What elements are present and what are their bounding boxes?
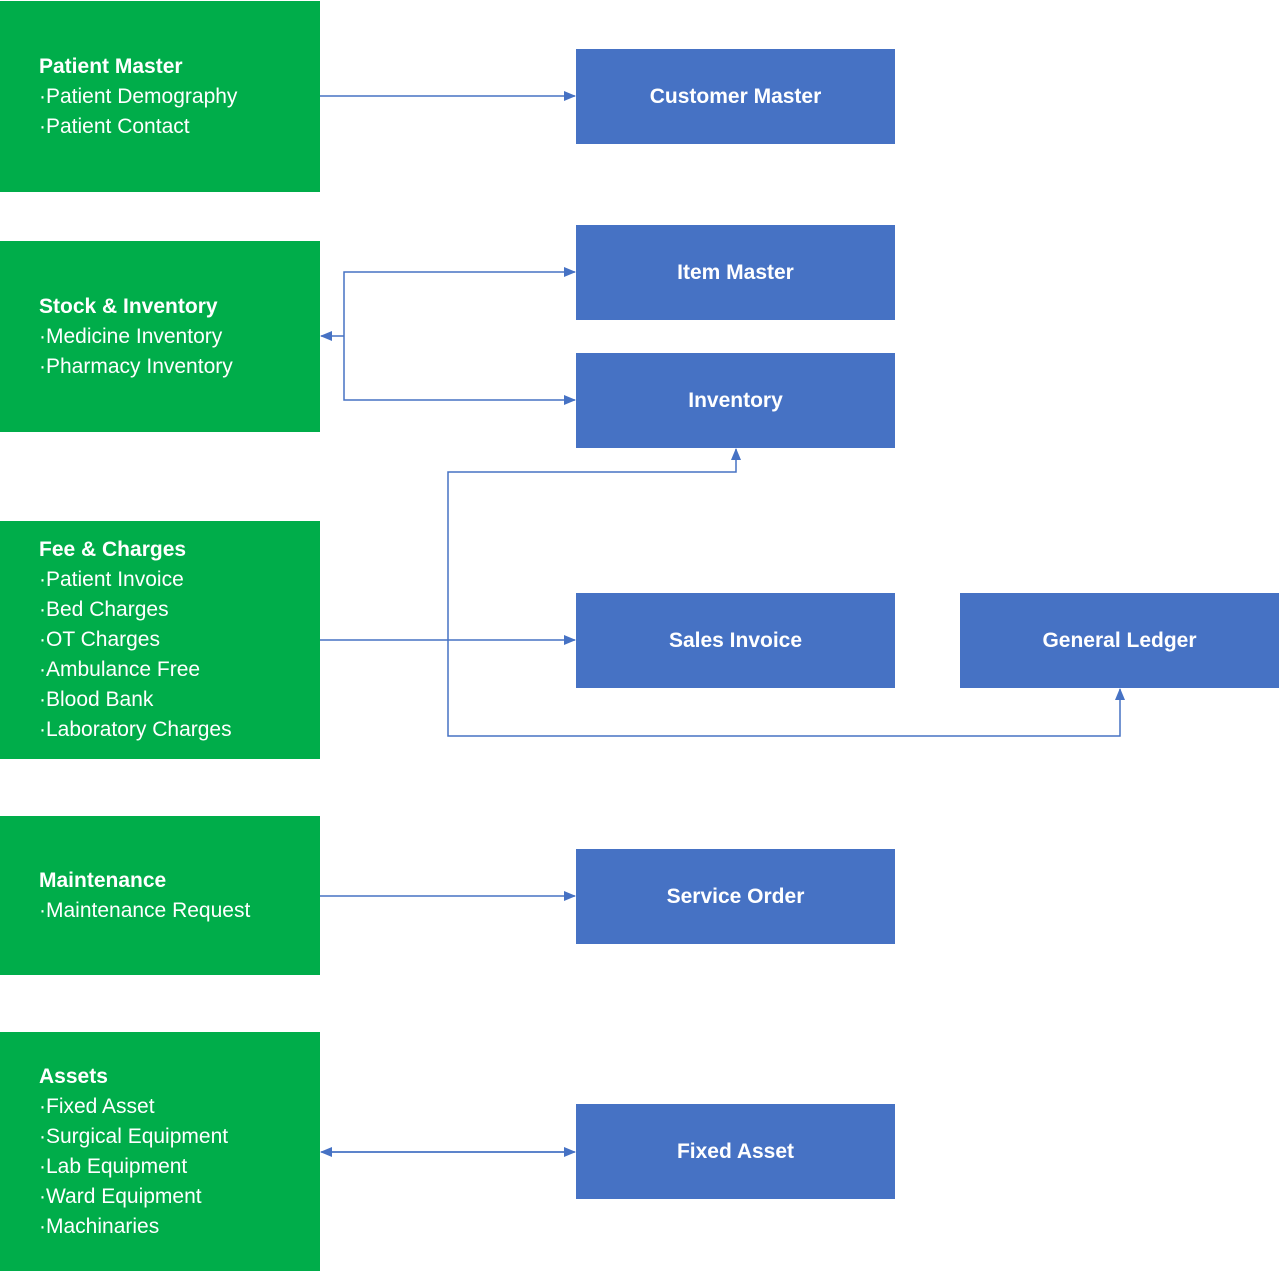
fee-charges-item: ·Blood Bank [39, 688, 154, 711]
fee-charges-title: Fee & Charges [39, 538, 187, 561]
connector-stock-inventory [343, 336, 576, 405]
patient-master-title: Patient Master [39, 54, 183, 78]
fee-charges-box: Fee & Charges ·Patient Invoice ·Bed Char… [0, 521, 320, 759]
maintenance-title: Maintenance [39, 868, 167, 892]
assets-item: ·Fixed Asset [39, 1094, 155, 1118]
fee-charges-item: ·Ambulance Free [39, 658, 201, 681]
patient-master-box: Patient Master ·Patient Demography ·Pati… [0, 1, 320, 192]
assets-item: ·Ward Equipment [39, 1184, 202, 1208]
stock-inventory-item: ·Medicine Inventory [39, 324, 223, 348]
stock-inventory-title: Stock & Inventory [39, 294, 218, 318]
customer-master-box: Customer Master [576, 49, 895, 144]
general-ledger-box: General Ledger [960, 593, 1279, 688]
assets-item: ·Lab Equipment [39, 1154, 188, 1178]
assets-item: ·Machinaries [39, 1214, 160, 1238]
fee-charges-item: ·OT Charges [39, 628, 160, 651]
service-order-box: Service Order [576, 849, 895, 944]
maintenance-box: Maintenance ·Maintenance Request [0, 816, 320, 975]
connector-fee-ledger [447, 640, 1125, 737]
fee-charges-item: ·Patient Invoice [39, 568, 184, 591]
connector-stock-item-master [343, 267, 576, 336]
patient-master-item: ·Patient Demography [39, 84, 238, 108]
sales-invoice-box: Sales Invoice [576, 593, 895, 688]
fee-charges-item: ·Laboratory Charges [39, 718, 232, 741]
assets-box: Assets ·Fixed Asset ·Surgical Equipment … [0, 1032, 320, 1271]
stock-inventory-item: ·Pharmacy Inventory [39, 354, 233, 378]
fixed-asset-box: Fixed Asset [576, 1104, 895, 1199]
connector-fee-inventory [447, 448, 741, 640]
assets-title: Assets [39, 1064, 108, 1088]
item-master-box: Item Master [576, 225, 895, 320]
fee-charges-item: ·Bed Charges [39, 598, 169, 621]
stock-inventory-box: Stock & Inventory ·Medicine Inventory ·P… [0, 241, 320, 432]
patient-master-item: ·Patient Contact [39, 114, 190, 138]
maintenance-item: ·Maintenance Request [39, 898, 251, 922]
inventory-box: Inventory [576, 353, 895, 448]
assets-item: ·Surgical Equipment [39, 1124, 229, 1148]
